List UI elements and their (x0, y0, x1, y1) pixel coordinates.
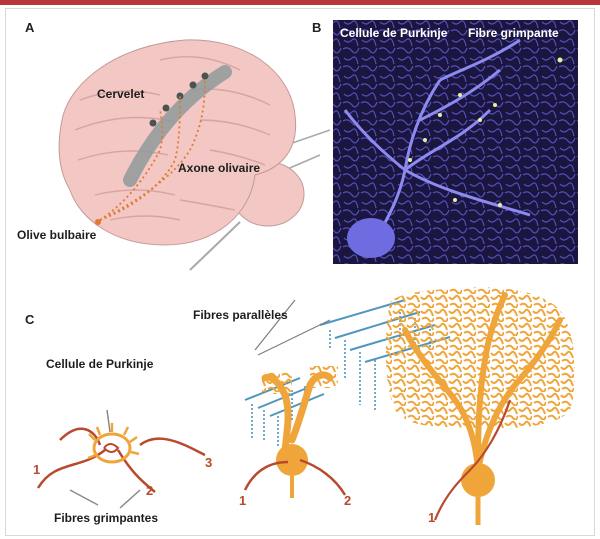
purkinje-soma-fluor (347, 218, 395, 258)
label-climbing-fiber: Fibre grimpante (468, 26, 559, 40)
stage-2-number-1: 1 (239, 493, 247, 508)
label-cerebellum: Cervelet (97, 87, 145, 101)
purkinje-band (123, 65, 232, 187)
label-climbing-fibers: Fibres grimpantes (54, 511, 159, 525)
header-rule (0, 0, 600, 5)
stage-1-number-3: 3 (205, 455, 213, 470)
stage-1 (36, 409, 206, 509)
label-parallel-fibers: Fibres parallèles (193, 308, 288, 322)
stage-2 (243, 366, 347, 498)
label-purkinje-cell: Cellule de Purkinje (46, 357, 154, 371)
label-olivary-axon: Axone olivaire (178, 161, 261, 175)
label-inferior-olive: Olive bulbaire (17, 228, 97, 242)
micrograph (333, 20, 578, 264)
stage-3-number-1: 1 (428, 510, 436, 525)
stage-2-number-2: 2 (344, 493, 352, 508)
stage-1-number-2: 2 (146, 483, 154, 498)
brain-illustration (58, 39, 331, 271)
panel-label-a: A (25, 20, 35, 35)
panel-label-b: B (312, 20, 322, 35)
stage-3 (254, 287, 576, 525)
panel-label-c: C (25, 312, 35, 327)
olivary-axon-path (99, 79, 206, 221)
figure-frame (5, 8, 595, 536)
stage-3-soma (461, 463, 495, 497)
stage-2-soma (276, 444, 308, 476)
label-purkinje-cell-micrograph: Cellule de Purkinje (340, 26, 448, 40)
stage-1-number-1: 1 (33, 462, 41, 477)
